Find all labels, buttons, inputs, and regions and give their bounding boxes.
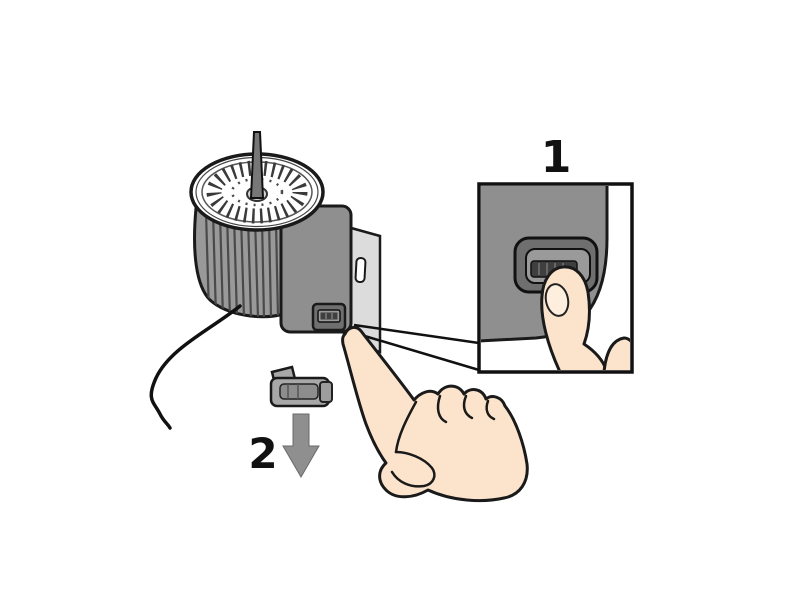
callout-leader-lines — [353, 323, 480, 372]
callout-second-finger — [602, 336, 630, 370]
step1-label: 1 — [541, 132, 572, 183]
callout-border — [477, 182, 634, 374]
callout-content — [481, 186, 630, 370]
latch-clip-part — [269, 365, 333, 408]
disc-dot-ring — [230, 177, 284, 207]
bracket-slot — [354, 257, 367, 284]
latch-button — [320, 312, 338, 320]
callout-fingernail — [544, 283, 570, 317]
release-latch — [311, 302, 347, 332]
pointing-hand — [341, 325, 529, 503]
cooling-fins — [204, 211, 280, 317]
power-cord — [149, 304, 242, 430]
hand-creases — [390, 394, 496, 488]
device-assembly — [189, 131, 382, 354]
step2-group: 2 — [248, 413, 320, 478]
down-arrow-icon — [282, 413, 320, 478]
motor-body — [193, 202, 286, 319]
spindle-pin-icon — [249, 131, 265, 199]
callout-box: 1 — [477, 132, 634, 374]
step2-label: 2 — [248, 429, 277, 478]
